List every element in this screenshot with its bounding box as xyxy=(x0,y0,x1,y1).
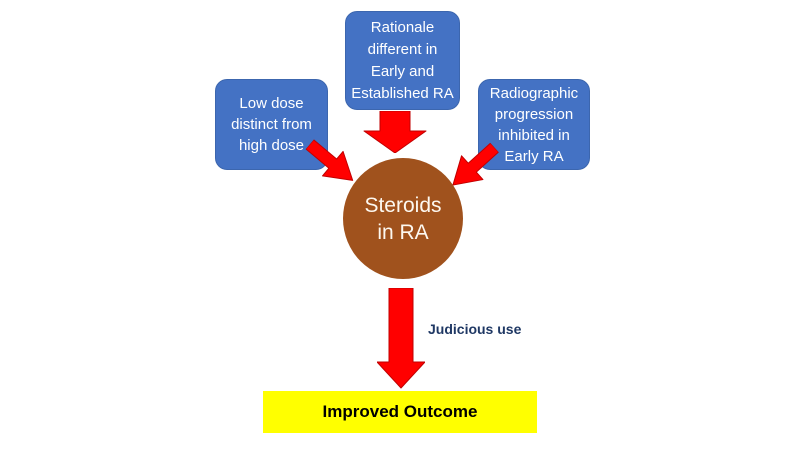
outcome-box: Improved Outcome xyxy=(263,391,537,433)
down-arrow-top-icon xyxy=(363,111,427,153)
box-radiographic-label: Radiographic progression inhibited in Ea… xyxy=(489,84,579,165)
box-radiographic: Radiographic progression inhibited in Ea… xyxy=(478,79,590,170)
box-rationale-label: Rationale different in Early and Establi… xyxy=(351,18,454,102)
hub-circle-steroids: Steroids in RA xyxy=(343,158,463,279)
box-rationale: Rationale different in Early and Establi… xyxy=(345,11,460,110)
diagonal-arrow-right-icon xyxy=(440,135,506,199)
down-arrow-bottom-icon xyxy=(377,288,425,389)
judicious-use-label: Judicious use xyxy=(428,321,522,337)
box-low-dose: Low dose distinct from high dose xyxy=(215,79,328,170)
outcome-label: Improved Outcome xyxy=(322,402,478,421)
diagonal-arrow-left-icon xyxy=(299,131,365,194)
hub-label: Steroids in RA xyxy=(364,193,442,244)
box-low-dose-label: Low dose distinct from high dose xyxy=(231,95,312,154)
